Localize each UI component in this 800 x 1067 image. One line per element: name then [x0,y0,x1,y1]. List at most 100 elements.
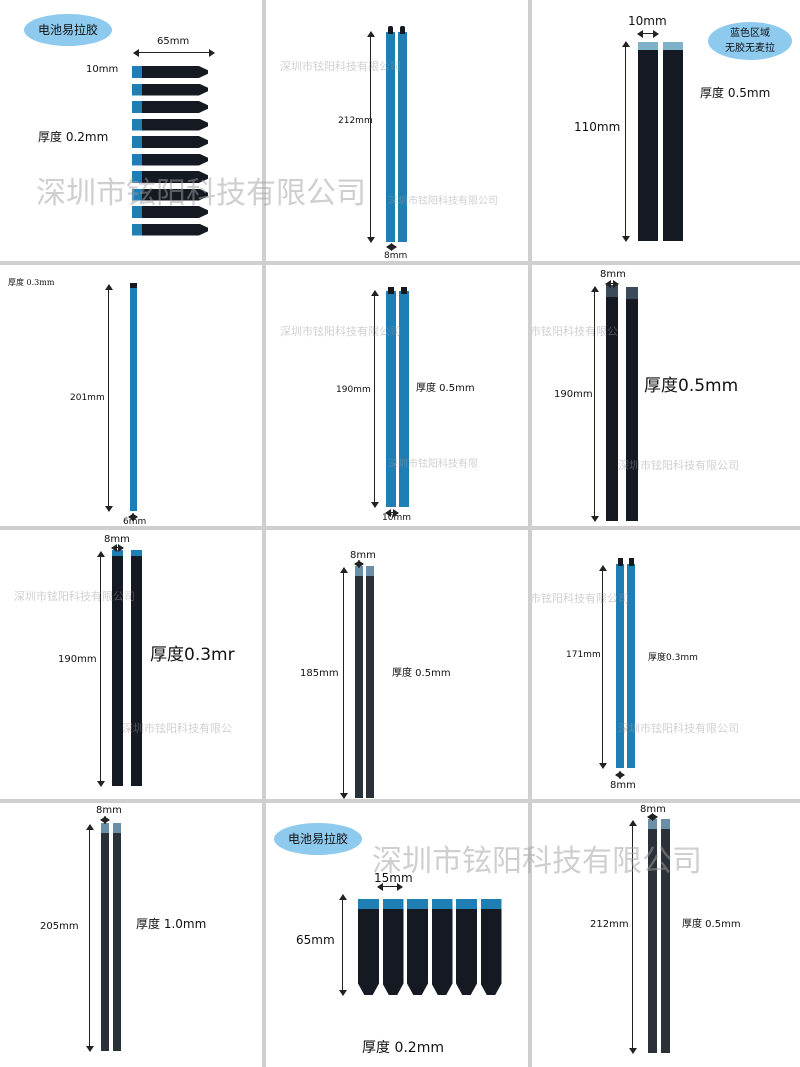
tab-blue-end [132,118,142,131]
note-bubble: 蓝色区域 无胶无麦拉 [708,22,792,60]
gray-strip-left [101,823,109,1051]
tab-blue-end [358,899,379,909]
panel-5: 190mm 厚度 0.5mm 10mm 深圳市铉阳科技有限公司 深圳市铉阳科技有… [266,265,528,526]
strip-tab-left [618,558,623,566]
width-label: 8mm [350,550,376,561]
length-label: 185mm [300,668,339,679]
blue-end-right [131,550,142,556]
width-dimension-line [385,509,399,517]
panel-12: 8mm 212mm 厚度 0.5mm [532,803,800,1067]
strip-end [130,283,137,288]
width-dimension-line [605,280,619,288]
strip-tab-right [629,558,634,566]
adhesive-tab [132,171,208,183]
tab-blue-end [132,153,142,166]
gray-strip-right [661,819,670,1053]
blue-end-right [366,566,374,576]
blue-end-left [101,823,109,833]
product-name-bubble: 电池易拉胶 [24,14,112,46]
black-strip-right [663,42,683,241]
panel-11: 电池易拉胶 15mm 65mm 厚度 0.2mm [266,803,528,1067]
blue-area-left [638,42,658,50]
black-strip-right [626,287,638,521]
tab-blue-end [456,899,477,909]
length-dimension-line [629,820,637,1054]
tab-blue-end [132,101,142,113]
blue-strip-left [386,32,395,242]
adhesive-tab [358,899,379,995]
width-dimension-line [615,771,625,779]
blue-end-left [355,566,363,576]
height-label: 10mm [86,64,119,75]
tab-blue-end [132,171,142,183]
width-dimension-line [128,513,138,521]
width-label: 8mm [104,534,130,545]
panel-6: 8mm 190mm 厚度0.5mm 深圳市铉阳科技有限公 深圳市铉阳科技有限公司 [532,265,800,526]
large-watermark-top: 深圳市铉阳科技有限公司 [36,176,366,211]
length-dimension-line [105,284,113,512]
thickness-label: 厚度 0.3mm [8,278,55,287]
width-dimension-line [111,544,124,552]
thickness-label: 厚度 0.5mm [392,668,451,679]
adhesive-tab [132,188,208,201]
thickness-label: 厚度 0.5mm [682,919,741,930]
length-dimension-line [599,565,607,769]
length-label: 110mm [574,120,621,134]
width-dimension-line [647,813,658,821]
thickness-label: 厚度 0.2mm [38,130,109,144]
length-dimension-line [367,31,375,243]
panel-3: 10mm 110mm 厚度 0.5mm 蓝色区域 无胶无麦拉 [532,0,800,261]
length-label: 190mm [554,389,593,400]
thickness-label: 厚度0.5mm [644,376,739,396]
tab-blue-end [132,66,142,78]
tab-blue-end [132,206,142,218]
blue-end-left [648,819,657,829]
gray-strip-left [355,566,363,798]
adhesive-tab [132,153,208,166]
length-label: 201mm [70,393,105,403]
black-strip-left [112,550,123,786]
thickness-label: 厚度 0.5mm [700,86,771,100]
black-strip-right [131,550,142,786]
height-dimension-line [339,894,347,996]
large-watermark-bottom: 深圳市铉阳科技有限公司 [372,844,702,879]
width-dimension-line [637,30,659,38]
strip-tab-left [388,287,394,294]
watermark-text-2: 深圳市铉阳科技有限公司 [618,722,739,735]
thickness-label: 厚度0.3mr [150,645,235,665]
width-label: 6mm [123,517,147,526]
blue-end-left [112,550,123,556]
adhesive-tab [132,101,208,113]
strip-tab-left [388,26,393,34]
watermark-text: 深圳市铉阳科技有限公司 [532,592,629,605]
width-label: 8mm [96,805,122,816]
length-label: 190mm [58,654,97,665]
length-label: 205mm [40,921,79,932]
tab-blue-end [132,136,142,148]
thickness-label: 厚度 1.0mm [136,917,207,931]
tab-blue-end [132,223,142,236]
thickness-label: 厚度 0.2mm [362,1040,444,1056]
width-label: 15mm [374,871,413,885]
width-label: 8mm [600,269,626,280]
adhesive-tab [431,899,453,995]
watermark-text: 深圳市铉阳科技有限公司 [14,590,135,603]
width-label: 65mm [157,36,190,47]
note-line-2: 无胶无麦拉 [725,43,775,54]
width-dimension-line [100,816,110,824]
watermark-text: 深圳市铉阳科技有限公司 [280,325,401,338]
blue-strip-left [616,564,624,768]
blue-strip-right [399,291,409,507]
width-dimension-line [133,49,215,57]
blue-end-right [626,287,638,299]
width-label: 8mm [384,251,408,261]
blue-strip-right [398,32,407,242]
blue-end-right [113,823,121,833]
length-dimension-line [86,824,94,1052]
width-label: 8mm [610,780,636,791]
length-label: 190mm [336,385,371,395]
watermark-text-2: 深圳市铉阳科技有限公司 [388,196,498,207]
blue-strip-left [386,291,396,507]
panel-1: 电池易拉胶 65mm 10mm 厚度 0.2mm [0,0,262,261]
